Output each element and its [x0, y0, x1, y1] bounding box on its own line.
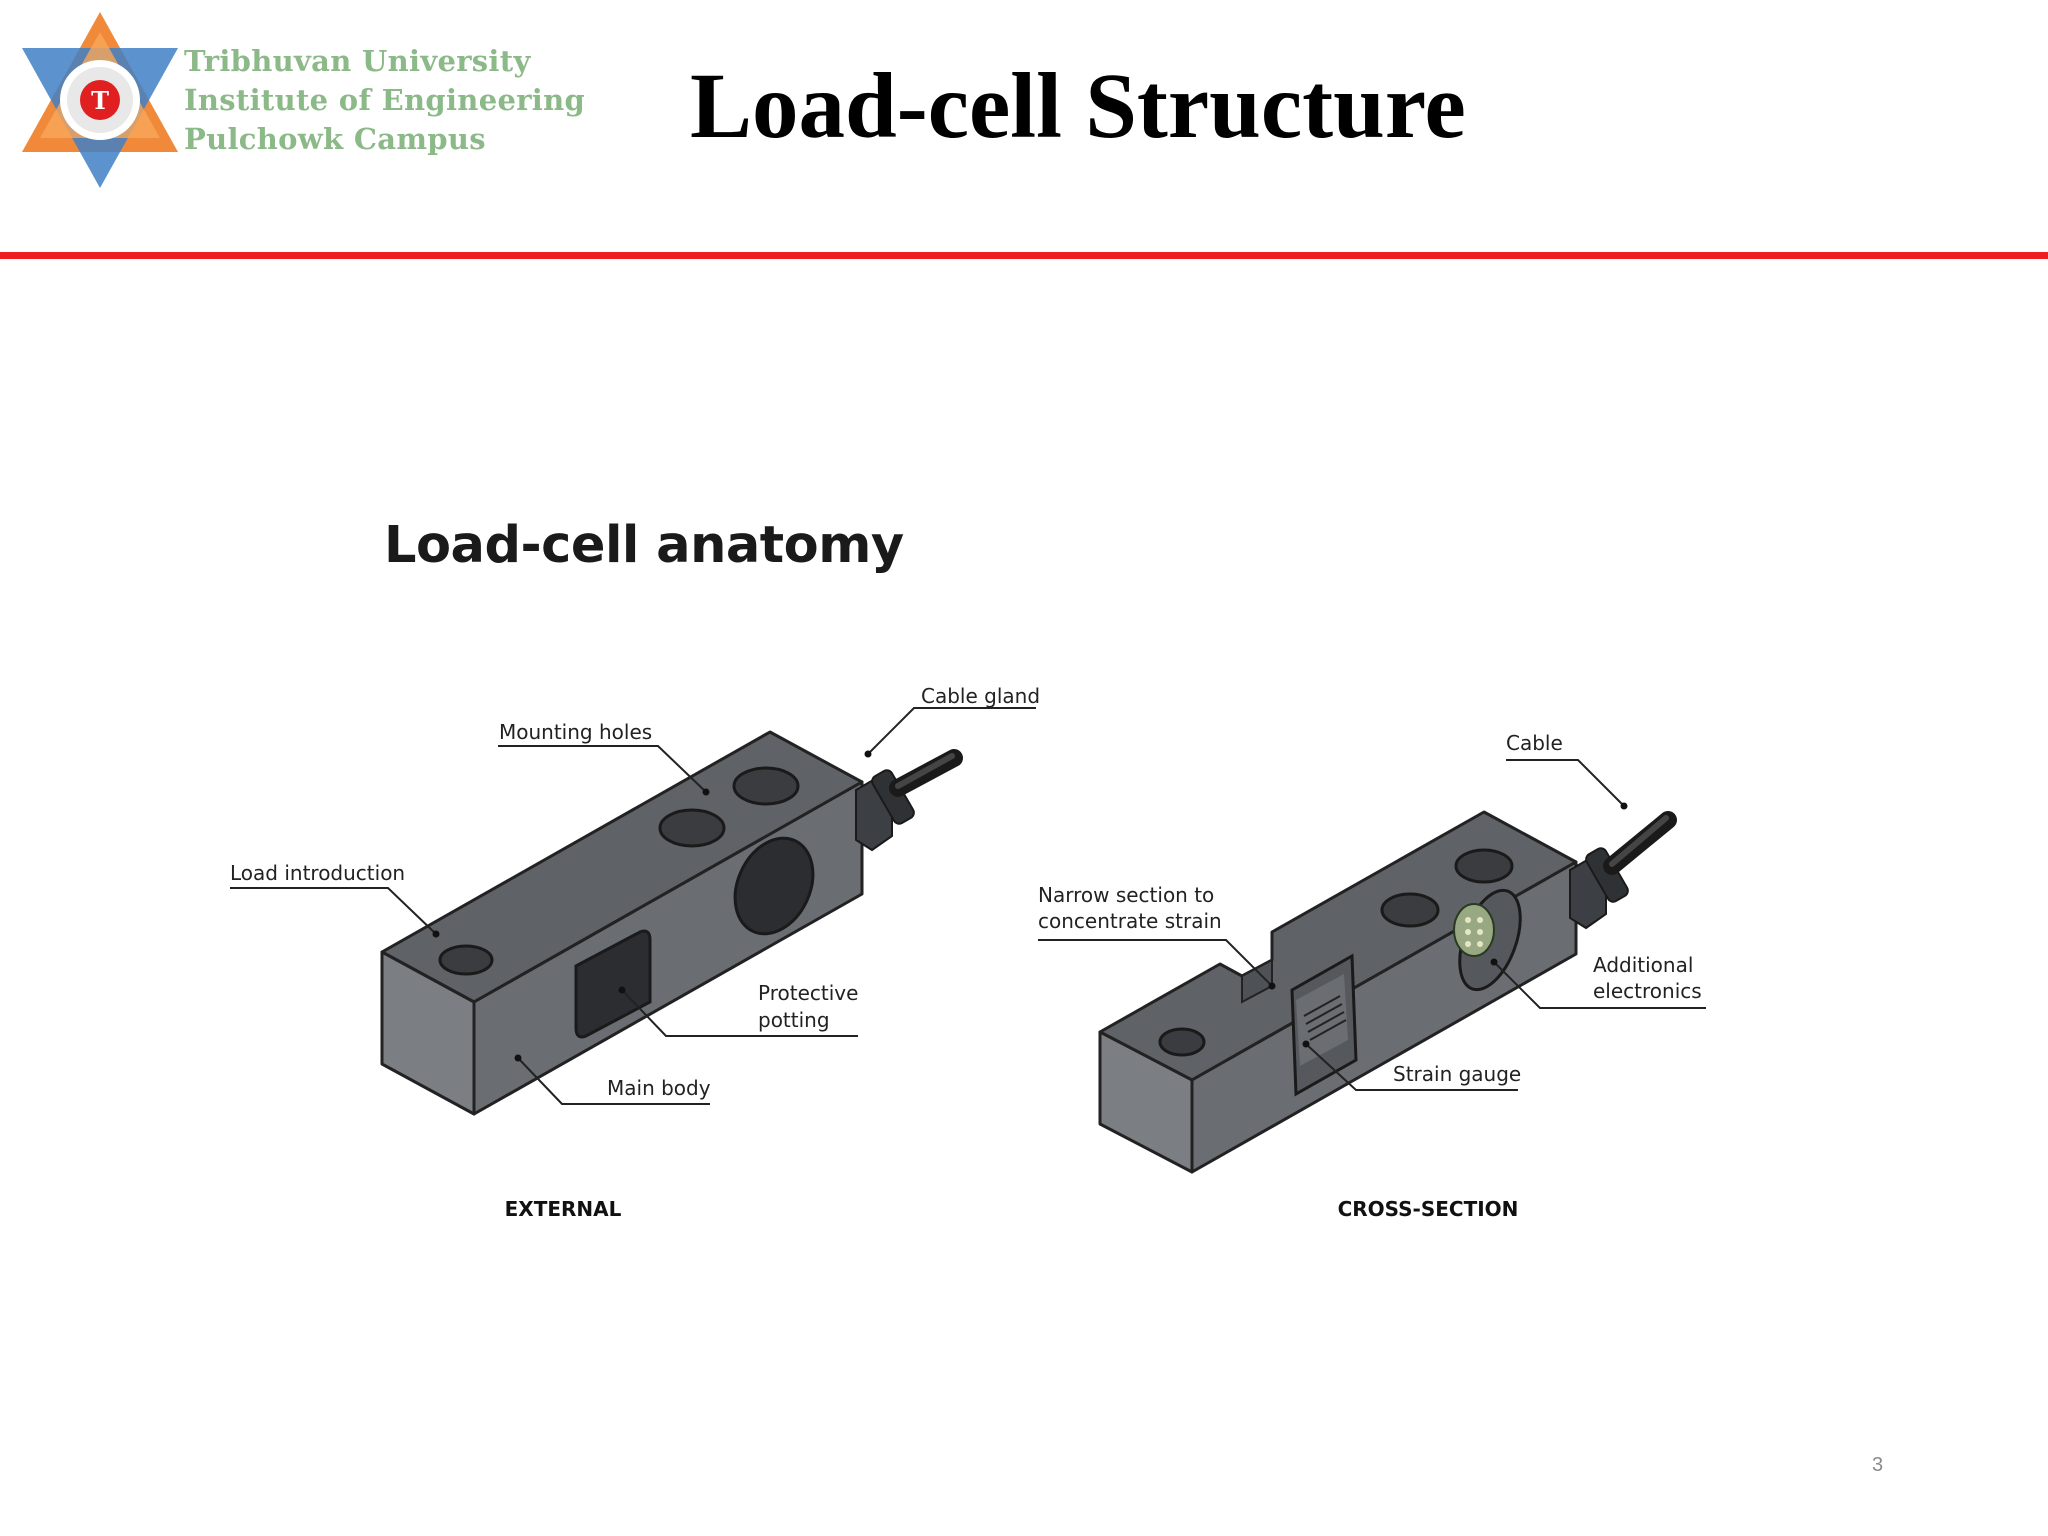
label-cable-gland: Cable gland: [921, 684, 1040, 708]
caption-cross-section: CROSS-SECTION: [1338, 1197, 1519, 1221]
label-narrow-section-line-1: Narrow section to: [1038, 883, 1214, 907]
label-protective-potting-line-1: Protective: [758, 981, 858, 1005]
svg-text:T: T: [91, 86, 109, 115]
cross-section-leader-lines: [1038, 759, 1706, 1091]
label-additional-electronics-line-2: electronics: [1593, 979, 1702, 1003]
label-strain-gauge: Strain gauge: [1393, 1062, 1521, 1086]
label-cable: Cable: [1506, 731, 1563, 755]
label-narrow-section-line-2: concentrate strain: [1038, 909, 1222, 933]
cross-section-load-cell: [1098, 810, 1677, 1174]
slide-title: Load-cell Structure: [690, 55, 1466, 158]
institution-name-line-2: Institute of Engineering: [184, 83, 586, 117]
external-load-cell: [380, 730, 963, 1116]
header-divider: [0, 252, 2048, 259]
institution-name-line-3: Pulchowk Campus: [184, 122, 486, 156]
page-number: 3: [1872, 1454, 1884, 1476]
label-load-introduction: Load introduction: [230, 861, 405, 885]
institution-name-line-1: Tribhuvan University: [184, 44, 531, 78]
diagram-heading: Load-cell anatomy: [384, 516, 904, 575]
label-mounting-holes: Mounting holes: [499, 720, 652, 744]
label-protective-potting-line-2: potting: [758, 1008, 830, 1032]
external-leader-lines: [230, 707, 1036, 1105]
university-logo: T: [22, 12, 178, 188]
label-additional-electronics-line-1: Additional: [1593, 953, 1693, 977]
label-main-body: Main body: [607, 1076, 711, 1100]
caption-external: EXTERNAL: [505, 1197, 622, 1221]
